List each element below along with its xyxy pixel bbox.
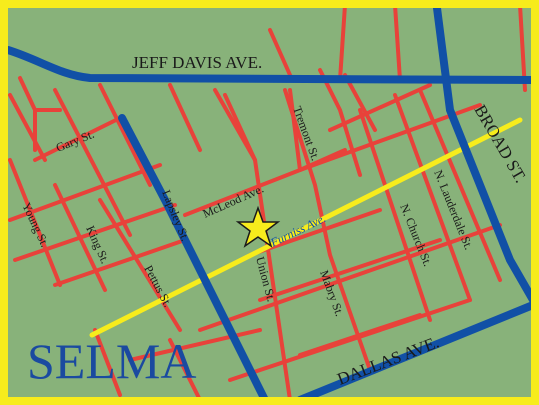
broad-street-road [433, 4, 537, 304]
lapsley-street-road [118, 114, 269, 404]
street-mid-cross-1 [328, 83, 432, 132]
street-n-lauderdale [393, 93, 472, 302]
street-n-church [358, 108, 432, 322]
street-nw-4 [53, 88, 132, 237]
street-upper-cross [288, 88, 302, 172]
street-top-3 [518, 3, 527, 92]
major-roads [4, 4, 537, 404]
street-ll-1 [93, 328, 122, 397]
street-young [8, 158, 62, 287]
street-nw-6 [168, 83, 202, 152]
city-title: SELMA [27, 333, 196, 389]
street-n-central-2 [343, 73, 377, 132]
street-top-4 [268, 28, 292, 77]
street-gary [33, 116, 122, 162]
street-top-2 [393, 3, 402, 82]
star-icon [235, 205, 281, 248]
street-south-cross-1 [198, 223, 502, 332]
street-pettus [98, 198, 182, 332]
jeff-davis-avenue-road [4, 46, 537, 84]
street-west-cross-3 [53, 238, 187, 287]
street-east-1 [418, 88, 502, 282]
street-top-1 [338, 3, 347, 82]
street-union [223, 93, 292, 402]
dallas-avenue-road [296, 301, 537, 404]
street-n-central-1 [318, 68, 362, 177]
furniss-avenue-road [89, 117, 523, 338]
street-nw-5 [98, 83, 152, 187]
label-jeff-davis-ave: JEFF DAVIS AVE. [132, 53, 262, 72]
street-south-cross-2 [258, 238, 442, 302]
minor-streets [8, 3, 527, 402]
street-ll-3 [128, 328, 262, 362]
street-dallas-north [298, 313, 422, 357]
street-nw-1 [8, 93, 47, 162]
street-west-cross-1 [8, 163, 162, 222]
street-west-cross-2 [13, 203, 177, 262]
